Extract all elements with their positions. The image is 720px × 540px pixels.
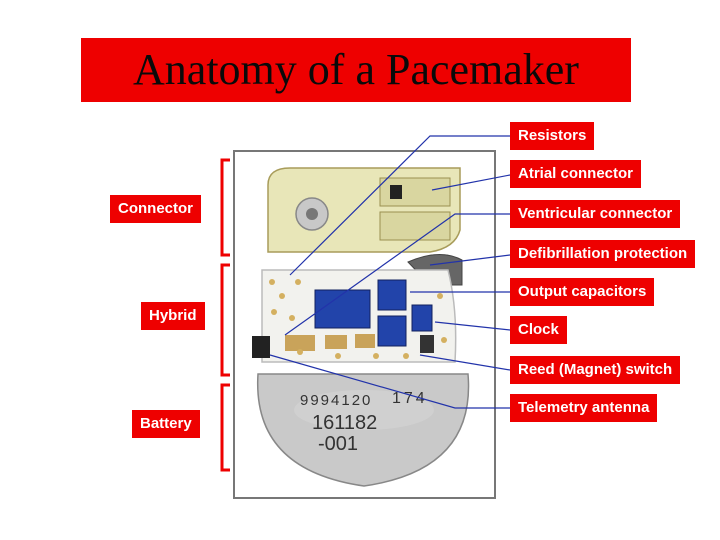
label-ventricular-connector: Ventricular connector <box>510 200 681 228</box>
label-clock: Clock <box>510 316 567 344</box>
title-banner: Anatomy of a Pacemaker <box>81 38 631 102</box>
label-atrial-connector: Atrial connector <box>510 160 642 188</box>
label-hybrid: Hybrid <box>141 302 205 330</box>
battery-line2: 161182 <box>312 412 378 434</box>
battery-line1b: 174 <box>392 390 428 407</box>
label-reed-switch: Reed (Magnet) switch <box>510 356 681 384</box>
label-output-capacitors: Output capacitors <box>510 278 655 306</box>
battery-line1: 9994120 <box>300 392 373 409</box>
battery-line3: -001 <box>318 433 359 455</box>
label-battery: Battery <box>132 410 200 438</box>
label-resistors: Resistors <box>510 122 595 150</box>
label-connector: Connector <box>110 195 201 223</box>
page-title: Anatomy of a Pacemaker <box>133 45 579 94</box>
label-telemetry-antenna: Telemetry antenna <box>510 394 658 422</box>
label-defibrillation-protection: Defibrillation protection <box>510 240 696 268</box>
